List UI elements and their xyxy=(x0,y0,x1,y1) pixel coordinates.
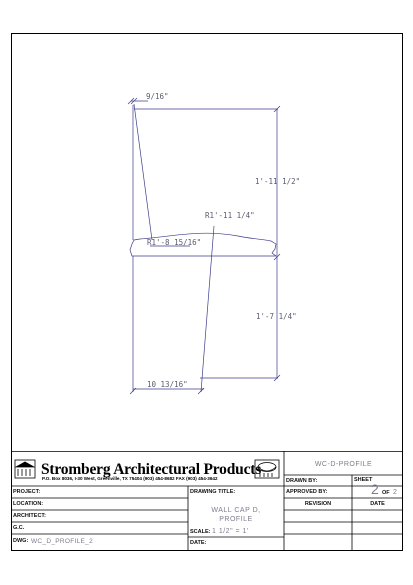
company-logo-left-icon xyxy=(14,459,36,479)
company-logo-right-icon xyxy=(254,459,280,479)
drawing-sheet xyxy=(11,33,403,551)
radius-leader-large xyxy=(200,225,215,393)
sheet-total: 2 xyxy=(393,489,397,496)
scale-label: SCALE: xyxy=(190,529,211,535)
title-block-grid xyxy=(11,451,403,551)
date-label: DATE: xyxy=(190,540,207,546)
dwg-value: WC_D_PROFILE_2 xyxy=(31,538,93,545)
dwg-label: DWG: xyxy=(13,538,29,544)
company-name: Stromberg Architectural Products xyxy=(41,461,262,478)
right-tick-top xyxy=(273,105,281,113)
approved-by-label: APPROVED BY: xyxy=(286,489,328,495)
revision-label: REVISION xyxy=(304,501,332,507)
rev-date-label: DATE xyxy=(370,501,385,507)
radius-leader-small xyxy=(133,103,153,241)
dim-bottom-width: 10 13/16" xyxy=(147,380,188,389)
drawing-title-line2: PROFILE xyxy=(219,516,253,523)
dim-radius-small: R1'-8 15/16" xyxy=(147,238,201,247)
title-block: Stromberg Architectural Products P.O. Bo… xyxy=(11,451,403,551)
gc-label: G.C. xyxy=(13,525,25,531)
right-tick-mid xyxy=(273,253,281,261)
drawing-title-line1: WALL CAP D, xyxy=(211,507,261,514)
dim-upper-height: 1'-11 1/2" xyxy=(255,177,300,186)
architect-label: ARCHITECT: xyxy=(13,513,46,519)
top-tick-left xyxy=(127,97,135,105)
sheet-number: 2 xyxy=(371,481,379,497)
location-label: LOCATION: xyxy=(13,501,44,507)
project-label: PROJECT: xyxy=(13,489,41,495)
of-label: OF xyxy=(382,490,390,496)
drawn-by-label: DRAWN BY: xyxy=(286,478,318,484)
top-tick-left-2 xyxy=(130,97,138,105)
sheet-label: SHEET xyxy=(354,477,373,483)
bottom-tick-right xyxy=(197,387,205,395)
scale-value: 1 1/2" = 1' xyxy=(212,528,249,535)
bottom-tick-left xyxy=(129,387,137,395)
company-address: P.O. Box 8036, I-30 West, Greenville, TX… xyxy=(42,476,218,481)
dim-top-width: 9/16" xyxy=(146,92,169,101)
dim-lower-height: 1'-7 1/4" xyxy=(256,312,297,321)
dim-radius-large: R1'-11 1/4" xyxy=(205,211,255,220)
drawing-title-label: DRAWING TITLE: xyxy=(190,489,236,495)
drawing-name: WC-D-PROFILE xyxy=(314,461,373,468)
cap-profile-outline xyxy=(129,232,278,257)
